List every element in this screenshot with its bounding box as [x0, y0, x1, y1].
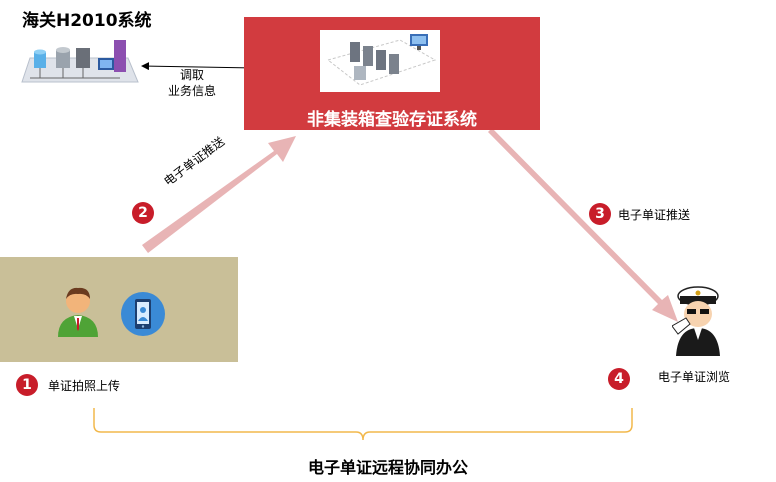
push-arrow-2 — [142, 136, 296, 253]
step-3-label: 电子单证推送 — [618, 208, 691, 222]
server-cluster-icon — [326, 34, 437, 86]
fetch-info-label: 调取 业务信息 — [150, 67, 234, 99]
step-4-badge: 4 — [608, 368, 630, 390]
step-3-badge: 3 — [589, 203, 611, 225]
customs-officer-icon — [672, 286, 720, 356]
step-1-label: 单证拍照上传 — [48, 379, 121, 393]
step-2-badge: 2 — [132, 202, 154, 224]
upload-panel — [0, 257, 238, 362]
fetch-label-line2: 业务信息 — [167, 84, 216, 98]
server-cluster-panel — [320, 30, 440, 92]
push-arrow-3 — [488, 128, 678, 322]
center-system-box: 非集装箱查验存证系统 — [244, 17, 540, 130]
customs-system-title: 海关H2010系统 — [22, 11, 152, 31]
fetch-label-line1: 调取 — [179, 68, 204, 82]
database-servers-icon — [21, 40, 139, 83]
bottom-bracket — [93, 408, 633, 441]
step-4-label: 电子单证浏览 — [658, 370, 731, 384]
user-avatar-icon — [58, 287, 98, 337]
mobile-phone-icon — [121, 292, 165, 336]
center-system-title: 非集装箱查验存证系统 — [307, 110, 477, 130]
bottom-title: 电子单证远程协同办公 — [307, 458, 468, 477]
step-1-badge: 1 — [16, 374, 38, 396]
